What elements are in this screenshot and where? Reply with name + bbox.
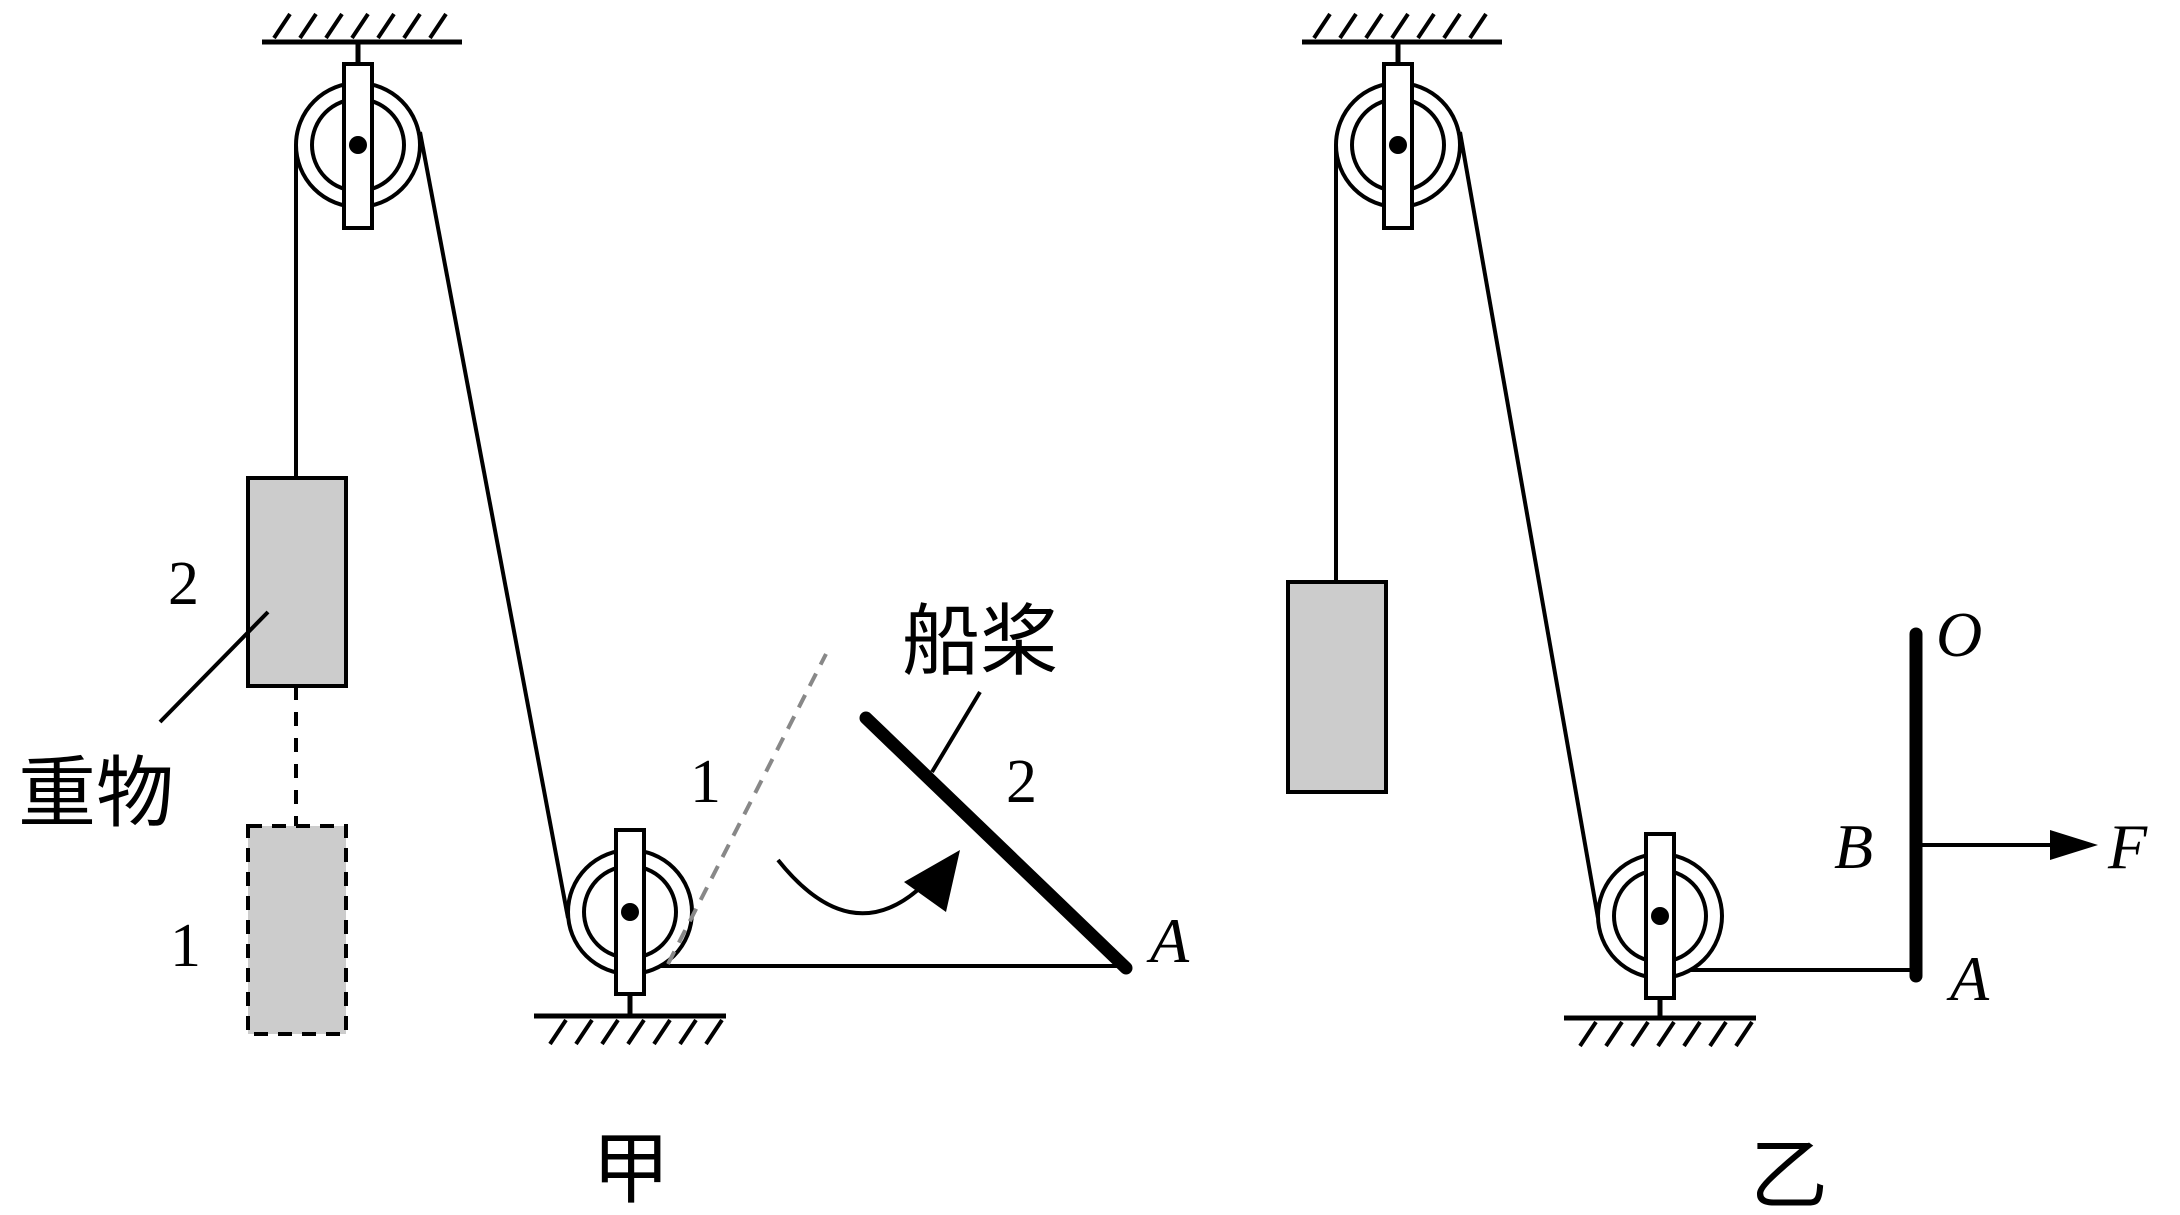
caption-figure-a: 甲 xyxy=(592,1126,670,1213)
rope-diagonal-a xyxy=(418,131,570,919)
label-point-o: O xyxy=(1936,599,1982,670)
weight-b xyxy=(1286,580,1388,794)
ceiling-support-a xyxy=(262,12,462,64)
floor-support-a xyxy=(534,1013,726,1046)
force-arrow-head xyxy=(2050,830,2098,860)
figure-b xyxy=(1286,12,2098,1048)
label-weight-pos-2: 2 xyxy=(168,550,199,618)
label-point-a-figure-a: A xyxy=(1146,905,1190,976)
weight-leader-line xyxy=(158,610,270,724)
label-point-a-figure-b: A xyxy=(1946,943,1990,1014)
weight-position-2 xyxy=(246,476,348,688)
rope-diagonal-b xyxy=(1458,131,1600,919)
label-oar-pos-1: 1 xyxy=(690,748,721,816)
rotation-arrow-head xyxy=(904,850,960,912)
ceiling-support-b xyxy=(1302,12,1502,64)
oar-leader-line xyxy=(930,690,982,774)
label-oar: 船桨 xyxy=(902,598,1058,685)
weight-position-1 xyxy=(246,824,348,1036)
top-pulley-a xyxy=(294,62,422,230)
label-weight-pos-1: 1 xyxy=(170,912,201,980)
label-weight: 重物 xyxy=(18,750,174,837)
bottom-pulley-a xyxy=(566,828,694,1016)
label-oar-pos-2: 2 xyxy=(1006,748,1037,816)
bottom-pulley-b xyxy=(1596,832,1724,1018)
rotation-arrow xyxy=(776,858,922,916)
caption-figure-b: 乙 xyxy=(1750,1132,1828,1215)
top-pulley-b xyxy=(1334,62,1462,230)
label-force-f: F xyxy=(2107,811,2148,882)
figure-a xyxy=(158,12,1133,1046)
oar-position-2 xyxy=(859,711,1133,975)
label-point-b: B xyxy=(1834,811,1873,882)
oar-position-1 xyxy=(666,653,828,965)
floor-support-b xyxy=(1564,1015,1756,1048)
